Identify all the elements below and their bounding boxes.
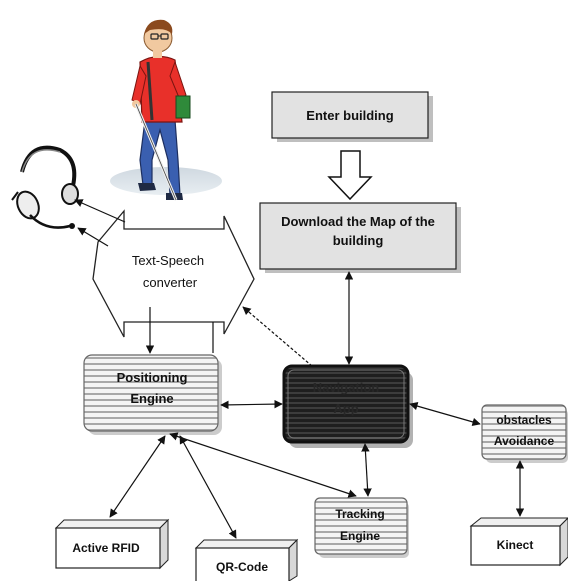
- blind-person-figure: [110, 19, 222, 201]
- download-map-box: Download the Map of the building: [259, 202, 461, 273]
- flow-down-arrow: [327, 150, 373, 201]
- positioning-engine-box: Positioning Engine: [83, 354, 222, 435]
- obstacles-label-1: obstacles: [496, 413, 552, 427]
- connector-headset-tts-2: [77, 227, 109, 247]
- tracking-engine-label-2: Engine: [340, 529, 380, 543]
- connectors: [74, 199, 525, 539]
- enter-building-label: Enter building: [306, 108, 393, 123]
- positioning-engine-label-2: Engine: [130, 391, 173, 406]
- obstacles-label-2: Avoidance: [494, 434, 555, 448]
- positioning-engine-label-1: Positioning: [117, 370, 188, 385]
- tracking-engine-box: Tracking Engine: [314, 497, 409, 558]
- download-map-label-1: Download the Map of the: [281, 214, 435, 229]
- connector-headset-tts-1: [74, 199, 126, 223]
- active-rfid-box: Active RFID: [54, 518, 170, 570]
- qr-code-label: QR-Code: [216, 560, 268, 574]
- enter-building-box: Enter building: [271, 91, 433, 142]
- navigation-app-label-1: Navigation: [313, 380, 380, 395]
- navigation-app-box: Navigation App: [282, 364, 413, 448]
- text-speech-label-1: Text-Speech: [132, 253, 204, 268]
- kinect-box: Kinect: [469, 517, 568, 567]
- connector-pos-rfid: [109, 435, 166, 518]
- headset-icon: [11, 145, 79, 229]
- qr-code-box: QR-Code: [194, 538, 299, 581]
- navigation-app-label-2: App: [333, 401, 358, 416]
- kinect-label: Kinect: [497, 538, 534, 552]
- download-map-label-2: building: [333, 233, 384, 248]
- obstacles-avoidance-box: obstacles Avoidance: [481, 404, 568, 463]
- connector-pos-nav: [220, 399, 283, 410]
- connector-pos-qr: [179, 435, 237, 539]
- active-rfid-label: Active RFID: [72, 541, 140, 555]
- text-speech-converter-shape: Text-Speech converter: [92, 209, 255, 338]
- tracking-engine-label-1: Tracking: [335, 507, 384, 521]
- connector-nav-tracking: [361, 443, 372, 497]
- text-speech-label-2: converter: [143, 275, 198, 290]
- connector-nav-tts: [242, 306, 313, 367]
- connector-nav-obstacles: [409, 402, 481, 426]
